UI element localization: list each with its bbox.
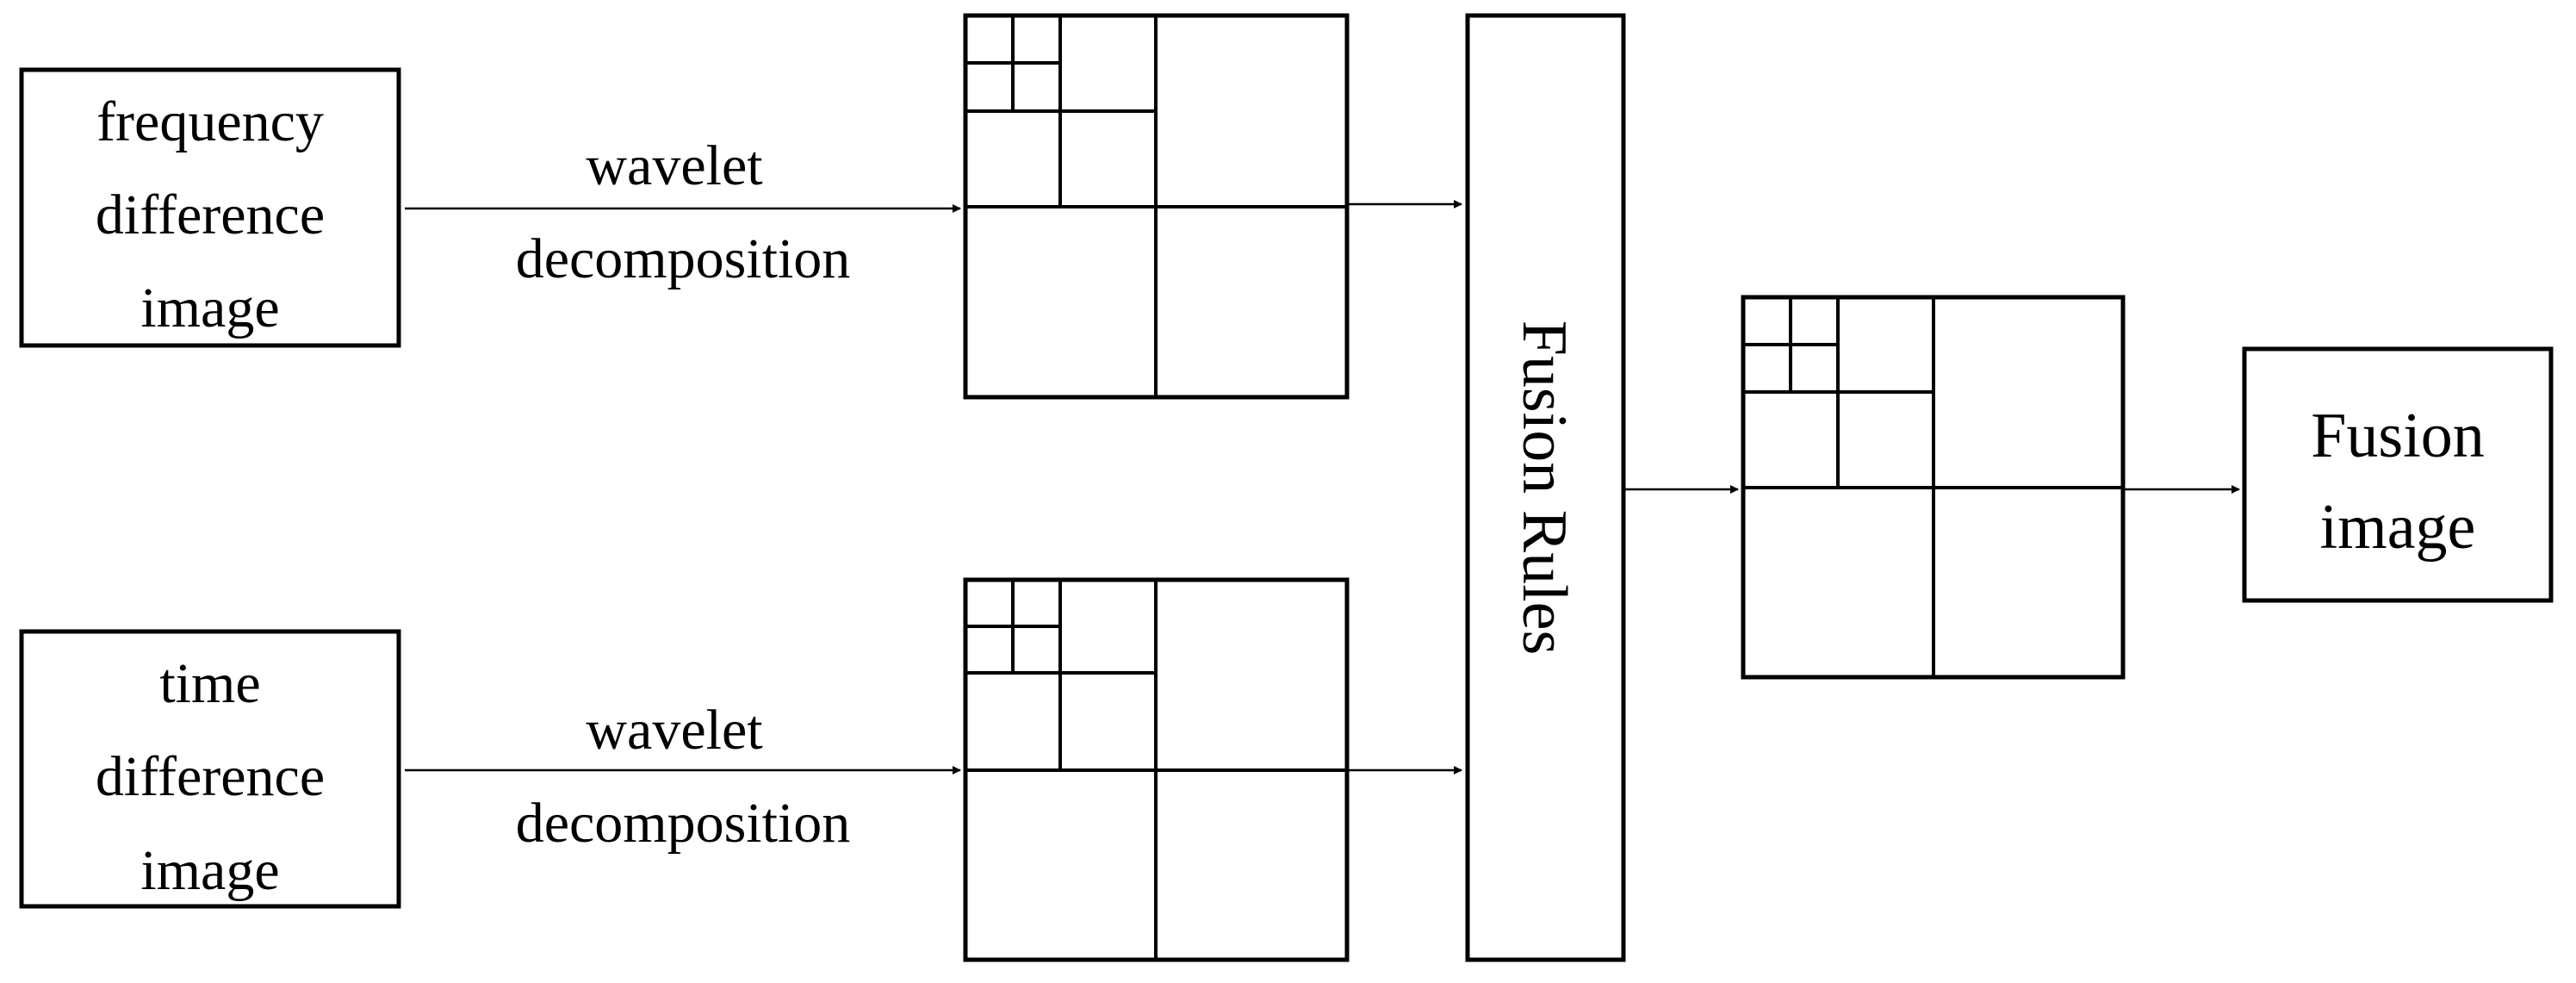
fusion-rules-box: Fusion Rules — [1465, 13, 1626, 962]
time-box-line-2: difference — [96, 745, 325, 808]
bottom-decomposition-grid — [963, 577, 1350, 962]
fusion-rules-label: Fusion Rules — [1509, 320, 1580, 656]
output-box-line-2: image — [2320, 492, 2476, 563]
frequency-difference-image-box: frequency difference image — [19, 67, 401, 348]
top-arrow-label-line-1: wavelet — [586, 134, 762, 197]
top-arrow-label-line-2: decomposition — [516, 227, 851, 290]
output-box-line-1: Fusion — [2311, 401, 2485, 471]
time-difference-image-box: time difference image — [19, 629, 401, 909]
frequency-box-line-2: difference — [96, 184, 325, 246]
top-wavelet-arrow: wavelet decomposition — [405, 134, 961, 290]
frequency-box-line-3: image — [140, 277, 279, 339]
fused-decomposition-grid — [1741, 295, 2126, 680]
top-decomposition-grid — [963, 13, 1350, 400]
bottom-arrow-label-line-2: decomposition — [516, 792, 851, 855]
time-box-line-1: time — [159, 652, 260, 715]
fusion-image-box: Fusion image — [2242, 346, 2554, 603]
bottom-arrow-label-line-1: wavelet — [586, 699, 762, 762]
frequency-box-line-1: frequency — [96, 90, 324, 153]
bottom-wavelet-arrow: wavelet decomposition — [405, 699, 961, 855]
time-box-line-3: image — [140, 839, 279, 902]
